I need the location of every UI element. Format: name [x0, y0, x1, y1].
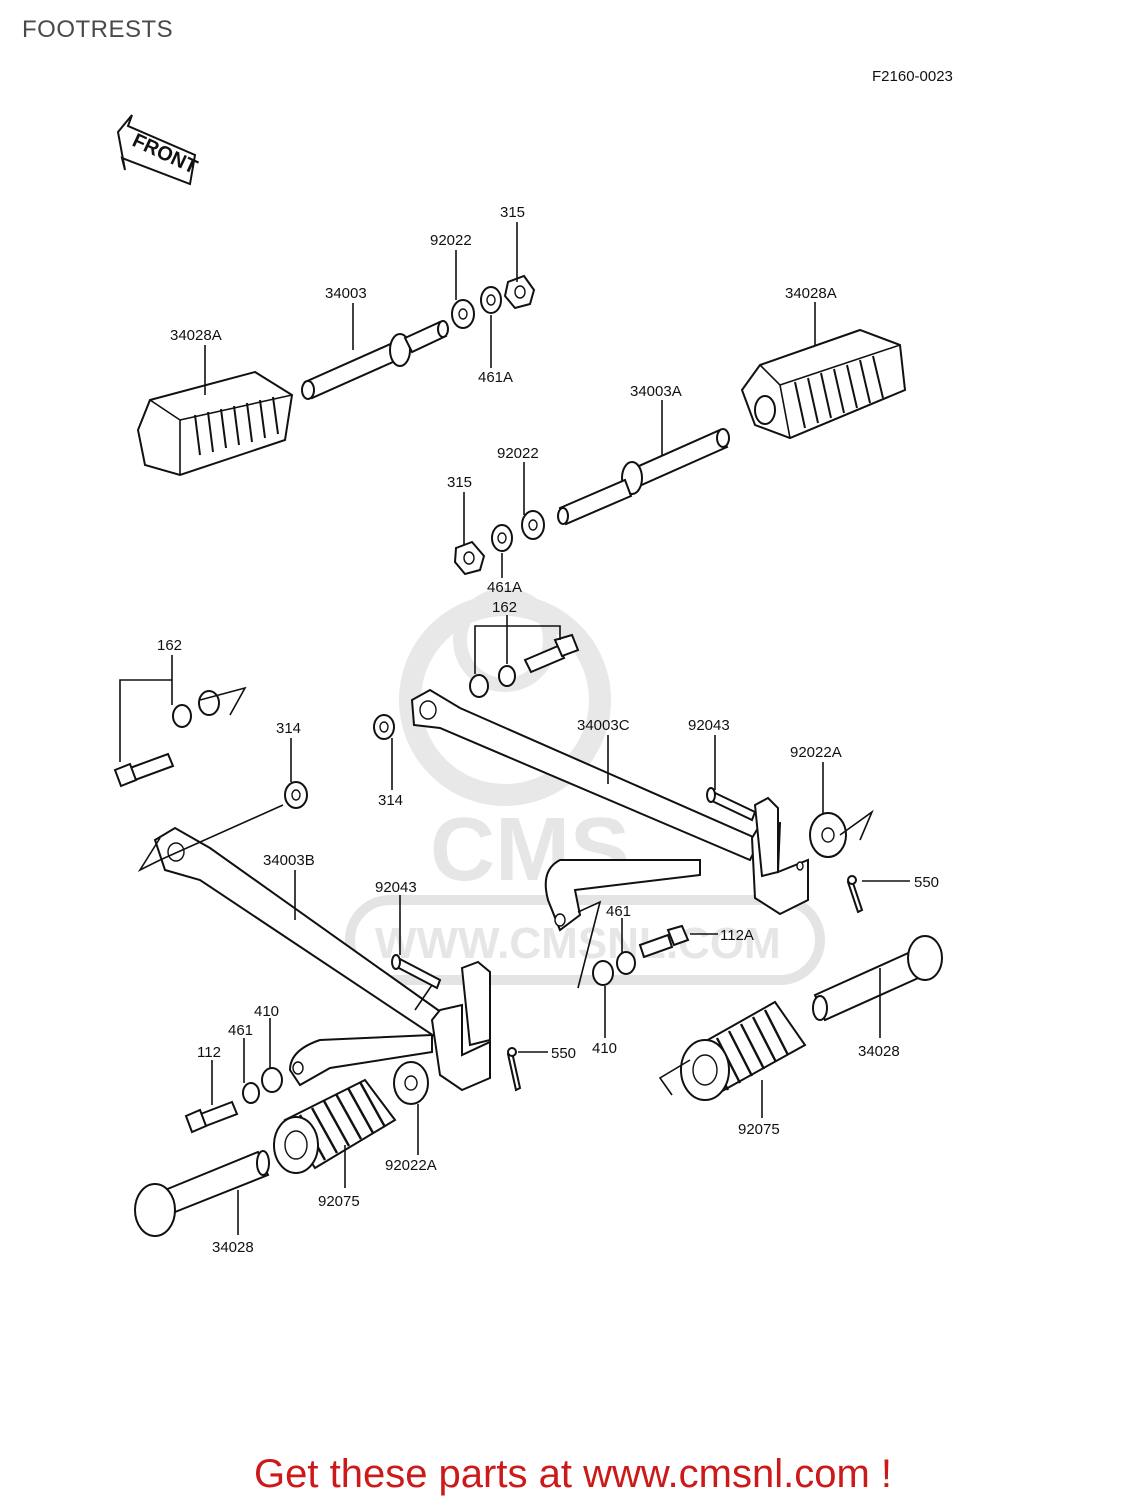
washer-92022A-right	[809, 812, 847, 858]
label-34028A-left: 34028A	[170, 327, 222, 344]
footpeg-rubber-92075-right	[680, 1000, 807, 1101]
label-34028A-right: 34028A	[785, 285, 837, 302]
footpeg-pin-34028-right	[812, 935, 943, 1022]
nut-315-mid	[453, 540, 486, 576]
label-550-left: 550	[551, 1045, 576, 1062]
bracket-34003B	[153, 826, 491, 1092]
nut-315-top	[503, 274, 536, 310]
label-410-right: 410	[592, 1040, 617, 1057]
footer-cta-link[interactable]: Get these parts at www.cmsnl.com !	[254, 1452, 892, 1496]
label-34028-right: 34028	[858, 1043, 900, 1060]
cotter-pin-550-right	[846, 875, 864, 914]
label-92043-left: 92043	[375, 879, 417, 896]
footpeg-pin-34028-left	[134, 1150, 270, 1237]
lockwasher-461-right	[616, 951, 636, 975]
label-162-mid: 162	[492, 599, 517, 616]
label-34003B: 34003B	[263, 852, 315, 869]
label-34003C: 34003C	[577, 717, 630, 734]
label-461A-top: 461A	[478, 369, 513, 386]
figure-code: F2160-0023	[872, 68, 953, 85]
label-92022A-right: 92022A	[790, 744, 842, 761]
watermark-url: WWW.CMSNL.COM	[375, 919, 781, 968]
label-112: 112	[197, 1044, 221, 1061]
label-162-left: 162	[157, 637, 182, 654]
bolt-112	[184, 1100, 239, 1134]
lockwasher-461A-mid	[491, 524, 513, 552]
label-92075-right: 92075	[738, 1121, 780, 1138]
label-314-left: 314	[276, 720, 301, 737]
lockwasher-461-left	[242, 1082, 260, 1104]
collar-314-mid	[373, 714, 395, 740]
washer-92022A-left	[393, 1061, 429, 1105]
washer-92022-mid	[521, 510, 545, 540]
footpeg-rubber-92075-left	[273, 1078, 397, 1174]
pin-92043-right	[706, 787, 757, 822]
washer-410-right	[592, 960, 614, 986]
footpeg-rubber-right	[740, 328, 907, 440]
bracket-34003C	[410, 688, 809, 932]
footpeg-shaft-34003	[301, 320, 449, 400]
bolt-162-mid	[469, 633, 580, 698]
label-461A-mid: 461A	[487, 579, 522, 596]
front-direction-arrow: FRONT	[116, 114, 201, 186]
label-461-right: 461	[606, 903, 631, 920]
lockwasher-461A-top	[480, 286, 502, 314]
washer-410-left	[261, 1067, 283, 1093]
label-34003: 34003	[325, 285, 367, 302]
label-461-left: 461	[228, 1022, 253, 1039]
label-92075-left: 92075	[318, 1193, 360, 1210]
label-92043-right: 92043	[688, 717, 730, 734]
cotter-pin-550-left	[506, 1047, 522, 1092]
label-34028-left: 34028	[212, 1239, 254, 1256]
pin-92043-left	[391, 954, 442, 990]
page-title: FOOTRESTS	[22, 16, 174, 43]
label-315-top: 315	[500, 204, 525, 221]
label-92022-mid: 92022	[497, 445, 539, 462]
bolt-112A	[638, 924, 690, 959]
label-550-right: 550	[914, 874, 939, 891]
part-labels: 315 92022 34003 34028A 461A 34028A 34003…	[157, 204, 939, 1256]
collar-314-left	[284, 781, 308, 809]
bolt-162-left	[113, 690, 220, 788]
footpeg-shaft-34003A	[557, 428, 730, 526]
label-34003A: 34003A	[630, 383, 682, 400]
label-92022-top: 92022	[430, 232, 472, 249]
washer-92022-top	[451, 299, 475, 329]
leader-lines	[119, 222, 910, 1235]
cms-watermark: CMS WWW.CMSNL.COM	[345, 588, 825, 985]
footpeg-rubber-left	[136, 370, 294, 477]
label-92022A-left: 92022A	[385, 1157, 437, 1174]
label-315-mid: 315	[447, 474, 472, 491]
label-314-mid: 314	[378, 792, 403, 809]
label-112A: 112A	[720, 927, 754, 944]
label-410-left: 410	[254, 1003, 279, 1020]
